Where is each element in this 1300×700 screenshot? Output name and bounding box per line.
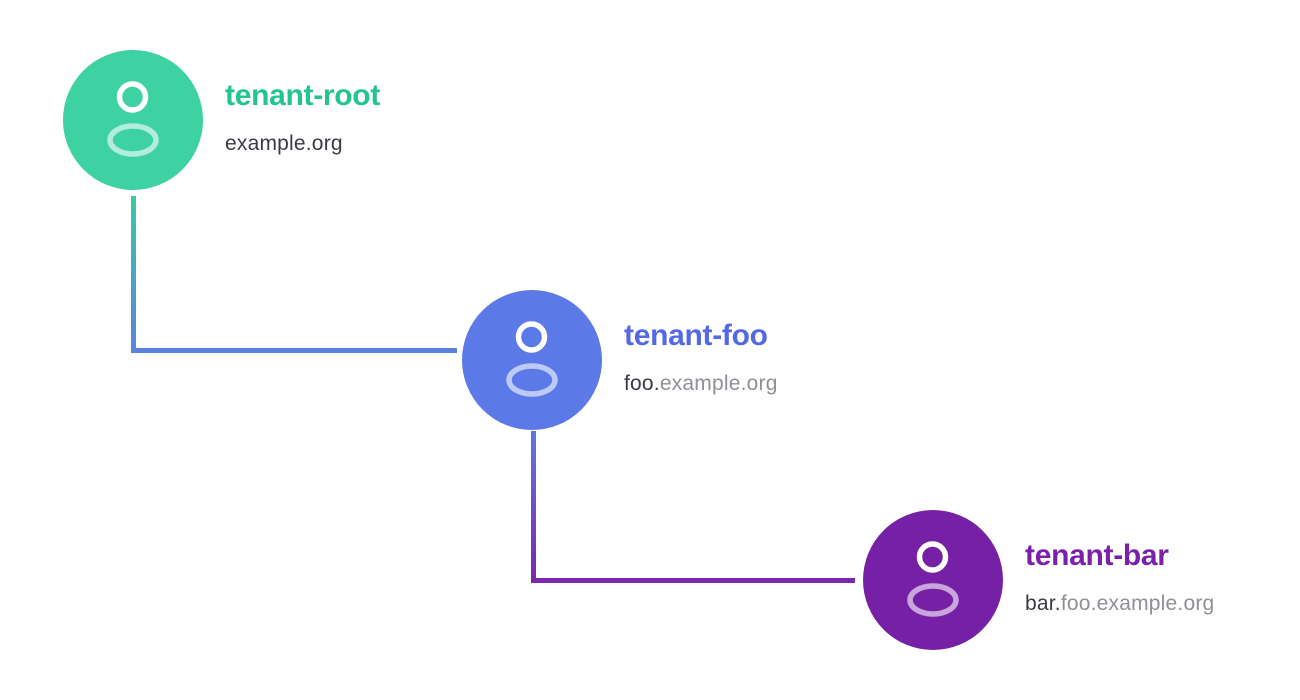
tenant-node-foo: tenant-foo foo.example.org [462,290,1062,450]
tenant-name: tenant-root [225,79,381,112]
tenant-foo-avatar [462,290,602,430]
tenant-root-label: tenant-root example.org [225,77,380,157]
tenant-name: tenant-foo [624,319,768,352]
tenant-name: tenant-bar [1025,539,1169,572]
domain-highlight: example.org [225,132,343,155]
connector-foo-bar-vertical [531,431,536,583]
tenant-bar-avatar [863,510,1003,650]
tenant-domain: example.org [225,131,380,157]
domain-highlight: bar. [1025,592,1061,615]
tenant-foo-label: tenant-foo foo.example.org [624,317,778,397]
user-icon [506,321,558,397]
tenant-node-root: tenant-root example.org [63,50,663,210]
tenant-root-avatar [63,50,203,190]
domain-rest: example.org [659,372,778,395]
domain-rest: foo.example.org [1060,592,1215,615]
connector-root-foo-horizontal [131,348,457,353]
tenant-domain: bar.foo.example.org [1025,591,1214,617]
domain-highlight: foo. [624,372,660,395]
user-icon [907,541,959,617]
tenant-node-bar: tenant-bar bar.foo.example.org [863,510,1300,670]
connector-root-foo-vertical [131,196,136,353]
tenant-domain: foo.example.org [624,371,778,397]
user-icon [107,81,159,157]
tenant-bar-label: tenant-bar bar.foo.example.org [1025,537,1214,617]
connector-foo-bar-horizontal [531,578,855,583]
